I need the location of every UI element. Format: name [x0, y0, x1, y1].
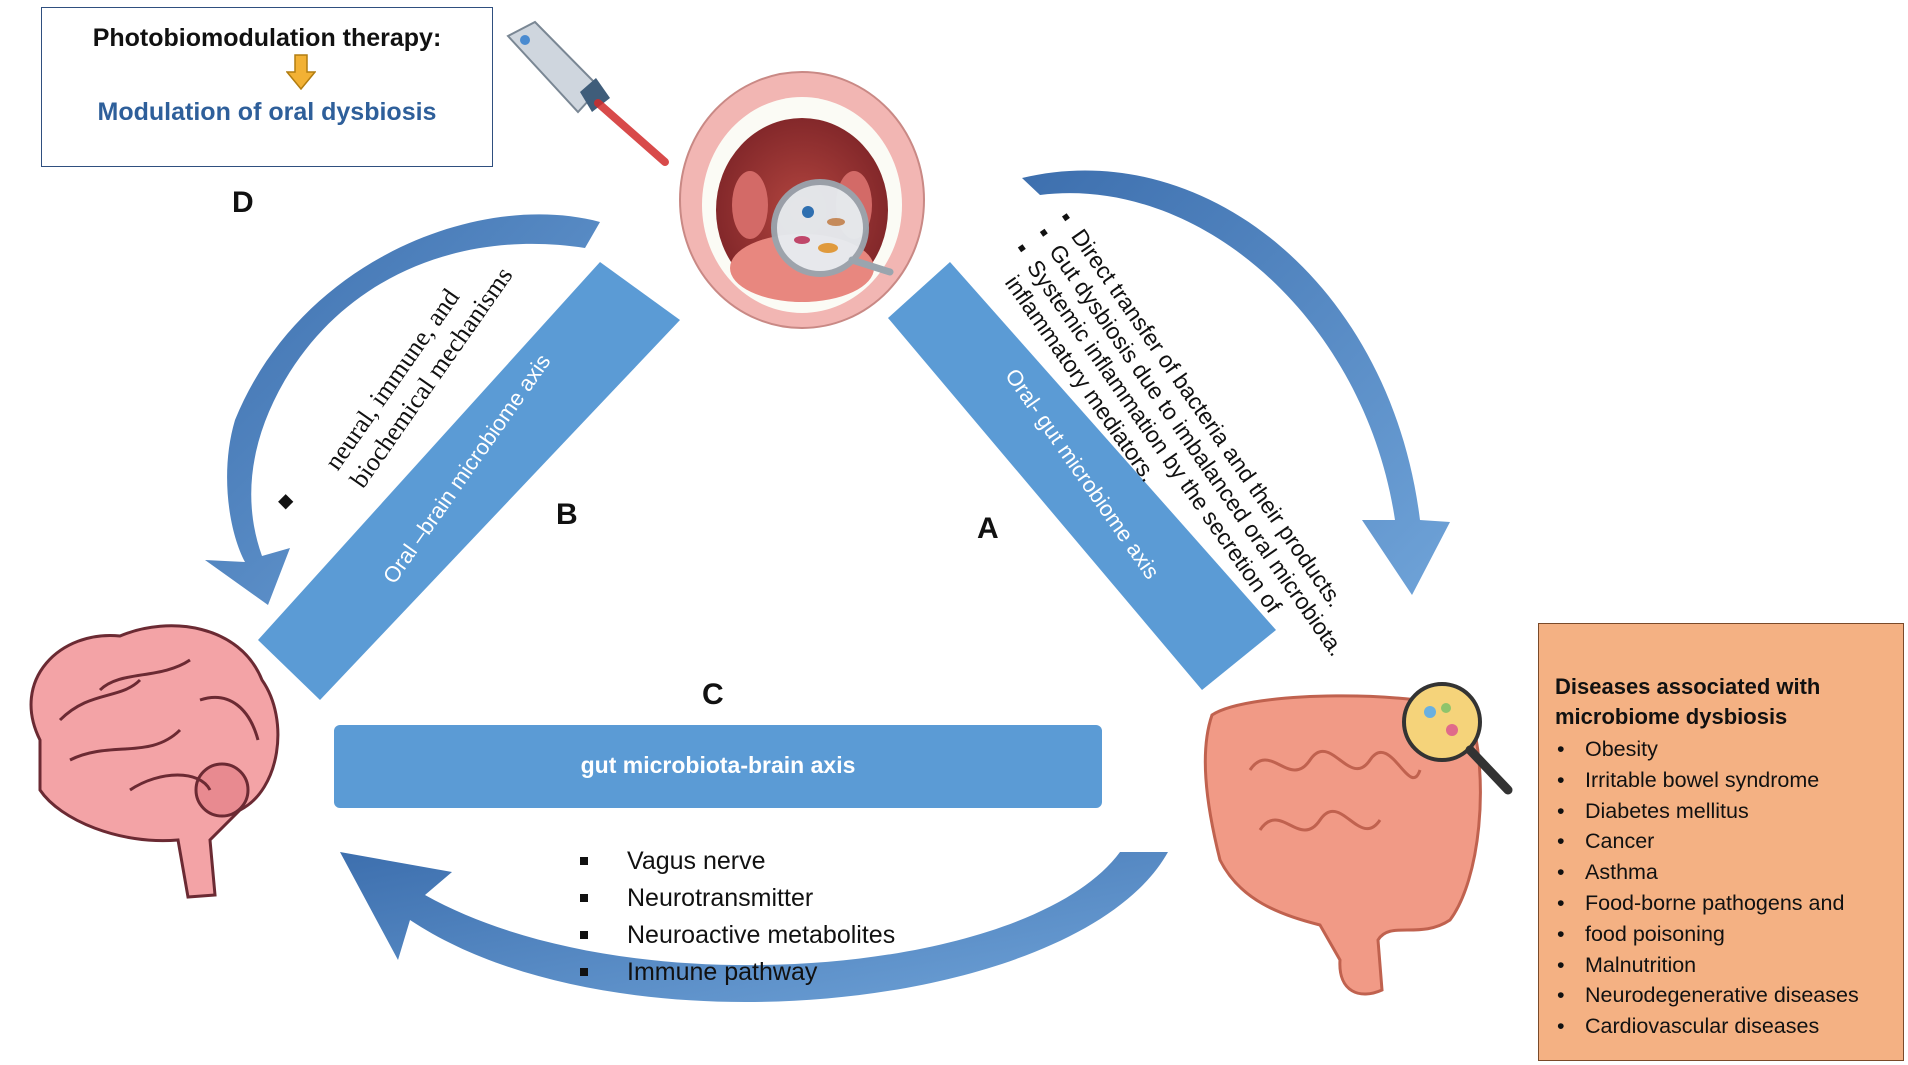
disease-item: Diabetes mellitus [1555, 796, 1859, 827]
disease-item: Malnutrition [1555, 950, 1859, 981]
disease-item: Cancer [1555, 826, 1859, 857]
diseases-title-line2: microbiome dysbiosis [1555, 704, 1788, 729]
label-a: A [977, 512, 999, 545]
disease-item: food poisoning [1555, 919, 1859, 950]
magnifier-icon [1402, 682, 1513, 795]
brain-icon [29, 624, 280, 899]
disease-item: Obesity [1555, 734, 1859, 765]
curved-arrow-d [205, 214, 600, 605]
photobiomodulation-box: Photobiomodulation therapy: Modulation o… [41, 7, 493, 167]
mechanism-c-item: Vagus nerve [575, 843, 895, 880]
photobiomodulation-subtitle: Modulation of oral dysbiosis [97, 98, 437, 126]
diseases-box: Diseases associated with microbiome dysb… [1538, 623, 1904, 1061]
open-mouth-icon [679, 71, 925, 329]
disease-item: Irritable bowel syndrome [1555, 765, 1859, 796]
label-d: D [232, 186, 254, 219]
curved-arrow-a [1022, 170, 1450, 595]
mechanism-c-item: Neurotransmitter [575, 880, 895, 917]
diseases-list: Obesity Irritable bowel syndrome Diabete… [1555, 734, 1859, 1042]
intestine-icon [1203, 694, 1482, 996]
photobiomodulation-title: Photobiomodulation therapy: [92, 24, 442, 52]
diseases-title-line1: Diseases associated with [1555, 674, 1821, 699]
label-b: B [556, 498, 578, 531]
mechanisms-c: Vagus nerve Neurotransmitter Neuroactive… [575, 843, 895, 991]
oral-gut-band [888, 262, 1276, 690]
disease-item: Cardiovascular diseases [1555, 1011, 1859, 1042]
disease-item: Asthma [1555, 857, 1859, 888]
laser-device-icon [506, 20, 669, 166]
mechanism-c-item: Immune pathway [575, 954, 895, 991]
disease-item: Neurodegenerative diseases [1555, 980, 1859, 1011]
mechanism-c-item: Neuroactive metabolites [575, 917, 895, 954]
gut-brain-band [334, 725, 1102, 808]
oral-brain-band [258, 262, 680, 700]
curved-arrow-c [340, 852, 1168, 1003]
label-c: C [702, 678, 724, 711]
gut-brain-axis-label: gut microbiota-brain axis [580, 752, 856, 778]
down-arrow-icon [286, 54, 316, 90]
disease-item: Food-borne pathogens and [1555, 888, 1859, 919]
diseases-title: Diseases associated with microbiome dysb… [1555, 672, 1820, 732]
bullet-b: ◆ [278, 490, 294, 512]
